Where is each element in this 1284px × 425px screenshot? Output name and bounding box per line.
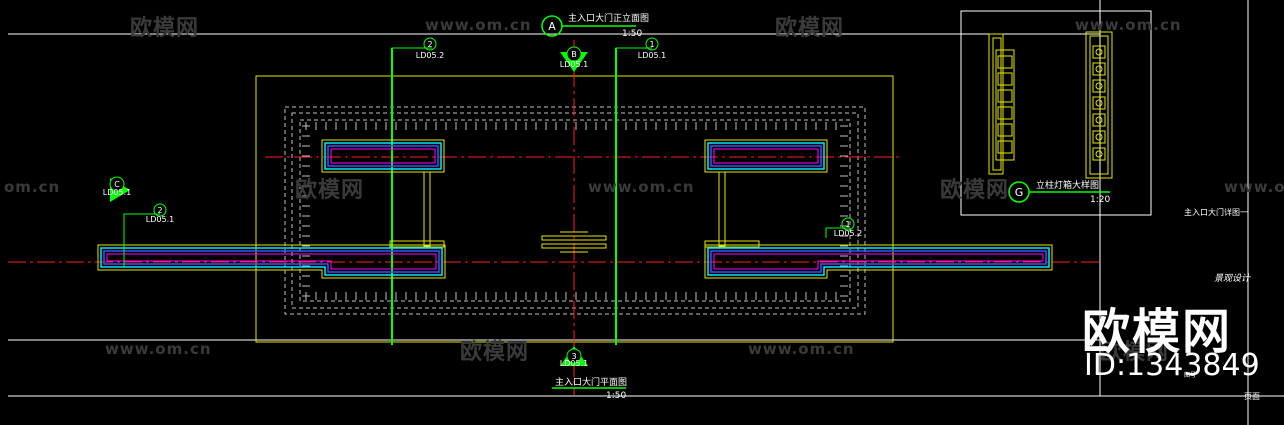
lantern-lattice-cell xyxy=(1092,79,1106,93)
svg-text:C: C xyxy=(114,180,120,189)
lantern-lattice-cell xyxy=(997,140,1013,154)
svg-text:3: 3 xyxy=(571,352,576,361)
lantern-lattice-cell xyxy=(1092,62,1106,76)
watermark-brand: 欧模网 xyxy=(775,16,845,41)
watermark-brand: 欧模网 xyxy=(1100,340,1170,365)
left-lower-wall xyxy=(97,244,446,279)
lantern-lattice-dot xyxy=(1095,116,1103,124)
lantern-lattice-cell xyxy=(997,123,1013,137)
svg-text:图号: 图号 xyxy=(1184,372,1196,379)
watermark-url: www.om.cn xyxy=(105,340,212,358)
watermark-brand: 欧模网 xyxy=(130,16,200,41)
paving-dashed-lines xyxy=(284,106,866,315)
svg-text:主入口大门正立面图: 主入口大门正立面图 xyxy=(568,12,649,24)
brand-id: ID:1343849 xyxy=(1084,348,1260,383)
lantern-lattice-cell xyxy=(997,89,1013,103)
watermark-url: www.om.cn xyxy=(748,340,855,358)
svg-text:LD05.1: LD05.1 xyxy=(560,359,588,368)
svg-text:1: 1 xyxy=(649,40,654,49)
section-marker-3-bottom: 3 LD05.1 xyxy=(560,346,588,368)
lantern-lattice-cell xyxy=(997,72,1013,86)
plan-title: 主入口大门平面图 1:50 xyxy=(552,376,627,401)
section-marker-1-top: 1 LD05.1 xyxy=(638,37,666,60)
section-marker-b: B LD05.1 xyxy=(560,46,588,72)
elevation-title: A 主入口大门正立面图 1:50 xyxy=(541,12,649,39)
section-marker-c: C LD05.1 xyxy=(103,176,131,202)
svg-text:LD05.1: LD05.1 xyxy=(103,188,131,197)
lantern-lattice-dot xyxy=(1095,82,1103,90)
section-marker-2-left: 2 LD05.1 xyxy=(146,203,174,224)
brand-logo-text: 欧模网 xyxy=(1082,304,1233,360)
lantern-lattice-dot xyxy=(1095,133,1103,141)
section-lines xyxy=(391,48,617,345)
svg-text:LD05.2: LD05.2 xyxy=(416,51,444,60)
section-marker-1-right: 1 LD05.2 xyxy=(834,217,862,238)
watermark-brand: 欧模网 xyxy=(940,178,1010,203)
svg-text:2: 2 xyxy=(157,206,162,215)
axis-lines xyxy=(8,40,1100,395)
lantern-lattice-dot xyxy=(1095,65,1103,73)
lantern-lattice-cell xyxy=(997,106,1013,120)
svg-text:B: B xyxy=(571,50,577,59)
svg-text:A: A xyxy=(548,20,556,33)
lantern-lattice-cell xyxy=(1092,130,1106,144)
right-upper-pier xyxy=(704,139,828,173)
svg-text:主入口大门详图一: 主入口大门详图一 xyxy=(1184,207,1248,217)
gate-track xyxy=(541,231,607,253)
gate-posts xyxy=(389,171,760,248)
lantern-lattice-dot xyxy=(1095,48,1103,56)
svg-text:LD05.1: LD05.1 xyxy=(146,215,174,224)
lantern-lattice-cell xyxy=(1092,147,1106,161)
leader-lines xyxy=(123,47,850,268)
watermark-url: www.om.cn xyxy=(425,16,532,34)
right-lower-wall xyxy=(704,244,1053,279)
watermark-brand: 欧模网 xyxy=(295,178,365,203)
svg-text:2: 2 xyxy=(427,40,432,49)
lantern-lattice-dot xyxy=(1095,150,1103,158)
lantern-lattice-dot xyxy=(1095,99,1103,107)
svg-text:1:50: 1:50 xyxy=(622,29,642,39)
svg-text:LD05.1: LD05.1 xyxy=(638,51,666,60)
watermark-brand: 欧模网 xyxy=(460,340,530,365)
watermark-url: www.om.cn xyxy=(1224,178,1284,196)
section-marker-2-top: 2 LD05.2 xyxy=(416,37,444,60)
watermark-url: www.om.cn xyxy=(1075,16,1182,34)
svg-text:立柱灯箱大样图: 立柱灯箱大样图 xyxy=(1036,179,1099,191)
svg-text:1:20: 1:20 xyxy=(1090,195,1110,205)
lantern-lattice-cell xyxy=(1092,113,1106,127)
svg-text:1:50: 1:50 xyxy=(606,391,626,401)
svg-text:LD05.1: LD05.1 xyxy=(560,60,588,69)
svg-text:主入口大门平面图: 主入口大门平面图 xyxy=(555,376,627,388)
svg-text:1: 1 xyxy=(845,220,850,229)
paving-ticks xyxy=(302,122,848,300)
lantern-lattice-cell xyxy=(1092,96,1106,110)
svg-text:LD05.2: LD05.2 xyxy=(834,229,862,238)
right-notes: 主入口大门详图一 景观设计 图号 页面 xyxy=(1184,207,1260,401)
left-upper-pier xyxy=(321,139,445,173)
svg-text:景观设计: 景观设计 xyxy=(1214,273,1251,284)
svg-text:页面: 页面 xyxy=(1244,392,1260,401)
svg-text:G: G xyxy=(1015,186,1024,199)
watermark-url: om.cn xyxy=(4,178,61,196)
lantern-lattice-cell xyxy=(997,55,1013,69)
watermark-url: www.om.cn xyxy=(588,178,695,196)
detail-inset: G 立柱灯箱大样图 1:20 xyxy=(960,10,1152,216)
lantern-lattice-cell xyxy=(1092,45,1106,59)
